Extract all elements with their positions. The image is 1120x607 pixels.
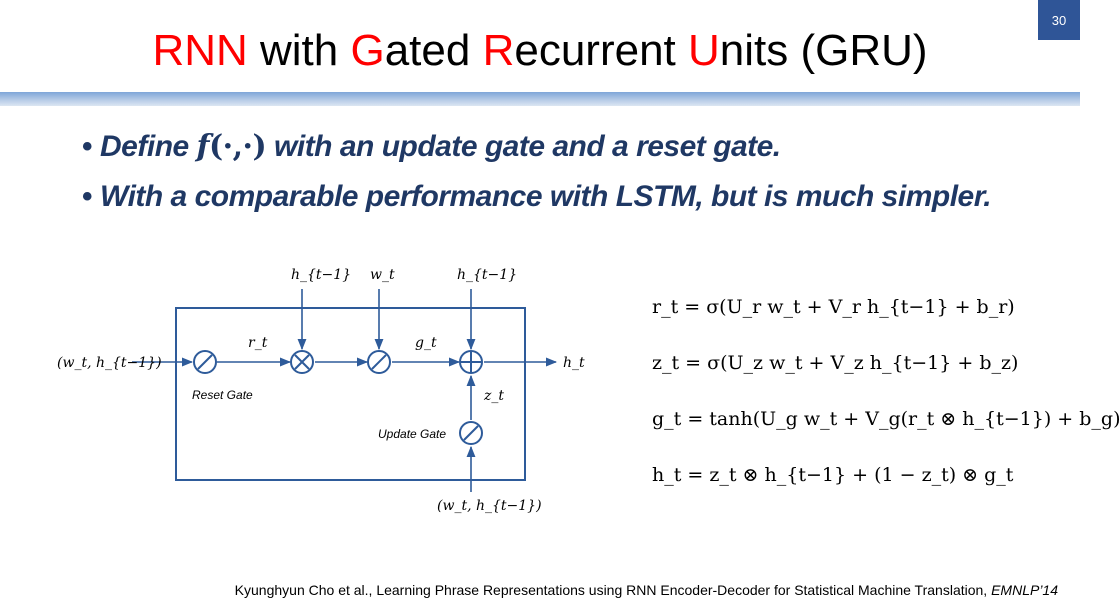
equation-z: z_t = σ(U_z w_t + V_z h_{t−1} + b_z) — [652, 352, 1019, 374]
slide-title: RNN with Gated Recurrent Units (GRU) — [0, 22, 1080, 80]
label-g: g_t — [415, 335, 437, 351]
label-update-gate: Update Gate — [378, 427, 446, 441]
label-top-h1: h_{t−1} — [291, 267, 351, 283]
plus-icon — [459, 350, 483, 374]
title-divider-band — [0, 92, 1080, 106]
title-part: R — [482, 26, 515, 75]
equation-r: r_t = σ(U_r w_t + V_r h_{t−1} + b_r) — [652, 296, 1015, 318]
gru-cell-box — [175, 307, 526, 481]
title-part: ecurrent — [514, 26, 688, 75]
bullet-define: •Define f(·,·) with an update gate and a… — [82, 129, 781, 164]
label-output: h_t — [563, 355, 585, 371]
title-part: RNN — [152, 26, 248, 75]
tanh-gate-icon — [367, 350, 391, 374]
label-input-bottom: (w_t, h_{t−1}) — [437, 498, 542, 514]
title-part: ated — [384, 26, 483, 75]
title-part: with — [247, 26, 351, 75]
label-top-h2: h_{t−1} — [457, 267, 517, 283]
citation: Kyunghyun Cho et al., Learning Phrase Re… — [234, 582, 1058, 598]
reset-gate-icon — [193, 350, 217, 374]
multiply-icon — [290, 350, 314, 374]
gru-diagram: (w_t, h_{t−1}) h_{t−1} w_t h_{t−1} r_t g… — [57, 267, 585, 514]
update-gate-icon — [459, 421, 483, 445]
title-part: G — [350, 26, 385, 75]
slide-number: 30 — [1038, 0, 1080, 40]
title-part: U — [688, 26, 720, 75]
label-r: r_t — [248, 335, 268, 351]
title-part: nits (GRU) — [719, 26, 928, 75]
equation-h: h_t = z_t ⊗ h_{t−1} + (1 − z_t) ⊗ g_t — [652, 464, 1014, 486]
bullet-list: •Define f(·,·) with an update gate and a… — [82, 122, 992, 222]
equation-g: g_t = tanh(U_g w_t + V_g(r_t ⊗ h_{t−1}) … — [652, 408, 1120, 430]
bullet-performance: •With a comparable performance with LSTM… — [82, 180, 992, 213]
label-input-left: (w_t, h_{t−1}) — [57, 355, 162, 371]
label-reset-gate: Reset Gate — [192, 388, 253, 402]
label-top-w: w_t — [370, 267, 395, 283]
label-z: z_t — [483, 388, 504, 404]
arrows — [132, 289, 558, 492]
